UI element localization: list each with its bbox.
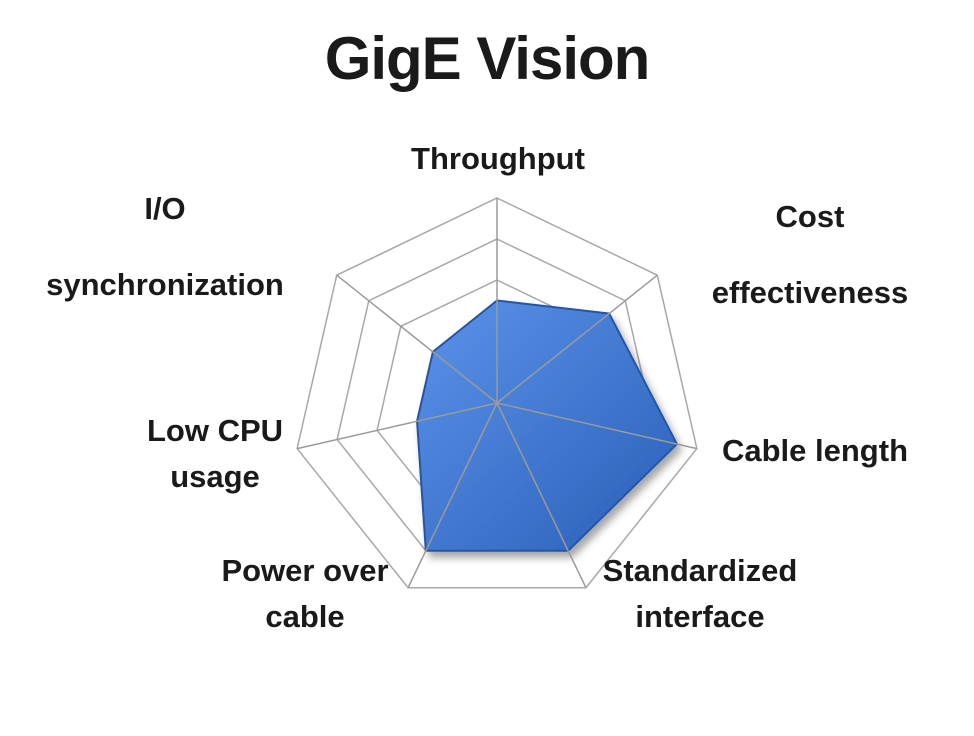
axis-label-line: Low CPU	[146, 413, 284, 448]
spoke-2	[496, 402, 698, 450]
axis-label-4: Power over cable	[200, 548, 410, 640]
spoke-4	[407, 402, 498, 589]
axis-label-line: Cost	[775, 199, 845, 234]
grid-ring-5	[296, 197, 698, 589]
spoke-1	[496, 274, 658, 404]
axis-label-line: Cable length	[721, 433, 908, 468]
axis-label-line: effectiveness	[711, 275, 909, 310]
axis-label-0: Throughput	[398, 136, 598, 182]
axis-label-line: Standardized	[602, 553, 798, 588]
radar-spokes	[296, 198, 698, 589]
axis-label-line: Throughput	[411, 141, 585, 176]
axis-label-5: Low CPU usage	[120, 408, 310, 500]
chart-title: GigE Vision	[324, 25, 651, 92]
axis-label-6: I/O synchronization	[20, 186, 310, 308]
radar-series	[416, 299, 679, 552]
axis-label-line: usage	[170, 459, 260, 494]
spoke-3	[496, 402, 587, 589]
axis-label-line: synchronization	[46, 267, 284, 302]
axis-label-line: Power over	[221, 553, 389, 588]
series-area-0	[416, 299, 679, 552]
axis-label-3: Standardized interface	[580, 548, 820, 640]
axis-label-line: I/O	[144, 191, 186, 226]
axis-label-2: Cable length	[700, 428, 930, 474]
spoke-6	[336, 274, 498, 404]
axis-label-line: cable	[265, 599, 345, 634]
axis-label-line: interface	[635, 599, 765, 634]
axis-label-1: Cost effectiveness	[690, 194, 930, 316]
spoke-5	[296, 402, 498, 450]
